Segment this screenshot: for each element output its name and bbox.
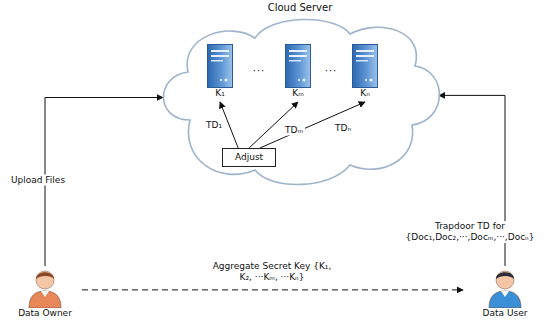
key-label: K₁: [198, 88, 242, 99]
actor-name: Data User: [463, 308, 547, 319]
actor: Data Owner: [8, 266, 82, 319]
edge-label: TDₙ: [333, 123, 353, 134]
edge-label: TD₁: [204, 120, 224, 131]
edge-label: Upload Files: [9, 175, 67, 186]
edge-label: TDₘ: [283, 125, 305, 136]
edge-label: Trapdoor TD for {Doc₁,Doc₂,···,Docₘ,···,…: [386, 221, 551, 243]
cloud-outline: [150, 16, 450, 190]
server-icon: [207, 44, 233, 88]
cloud-region: Cloud ServerK₁ Kₘ KₙAdjust: [150, 2, 450, 190]
edge-label: Aggregate Secret Key {K₁, K₂, ···Kₘ, ···…: [210, 261, 334, 283]
ellipsis-label: ···: [253, 65, 266, 76]
person-icon: [485, 266, 525, 308]
dashed-arrow: [82, 289, 463, 290]
server-node: K₁: [198, 44, 242, 102]
ellipsis-label: ···: [325, 65, 338, 76]
actor-name: Data Owner: [8, 308, 82, 319]
key-label: Kₙ: [343, 88, 387, 99]
server-node: Kₘ: [276, 44, 320, 102]
server-icon: [285, 44, 311, 88]
box-label: Adjust: [235, 152, 263, 163]
cloud-shape: [163, 19, 439, 184]
region-title: Cloud Server: [150, 2, 450, 13]
server-node: Kₙ: [343, 44, 387, 102]
process-box: Adjust: [222, 148, 276, 167]
person-icon: [25, 266, 65, 308]
server-icon: [352, 44, 378, 88]
arrow: [260, 102, 365, 148]
key-label: Kₘ: [276, 88, 320, 99]
actor: Data User: [463, 266, 547, 319]
